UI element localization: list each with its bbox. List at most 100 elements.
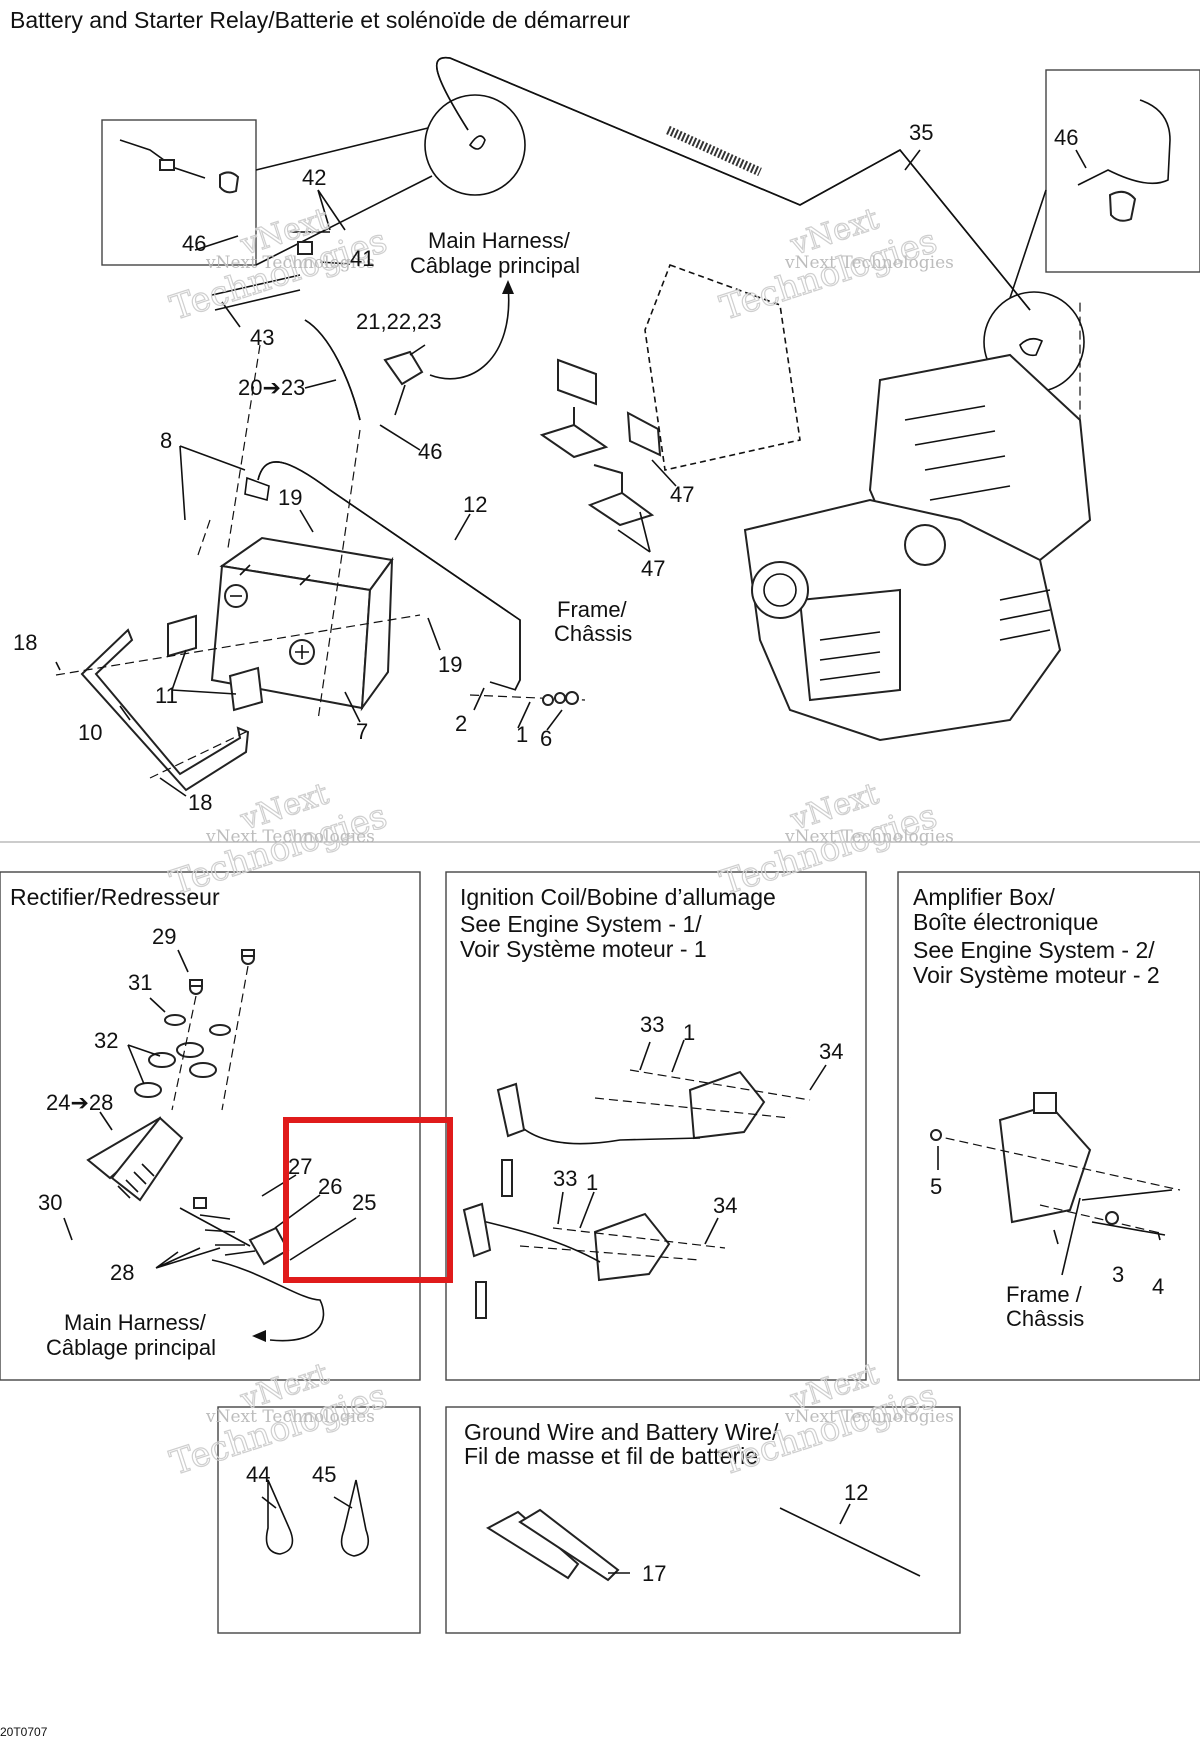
svg-text:vNext Technologies: vNext Technologies [784,253,954,273]
part-number: 7 [356,719,368,744]
watermark: vNext Technologies vNext Technologies [715,201,954,329]
part-number: 47 [670,482,694,507]
part-number: 33 [640,1012,664,1037]
engine [644,263,1092,742]
part-numbers: 46 42 41 43 21,22,23 20➔23 46 8 19 12 18… [13,120,1164,1586]
part-number: 27 [288,1154,312,1179]
bracket-pad [557,358,597,406]
part-number: 29 [152,924,176,949]
frame-callout: Châssis [1006,1306,1084,1331]
part-number: 20➔23 [238,375,305,400]
part-number: 5 [930,1174,942,1199]
ignition-see-also-fr: Voir Système moteur - 1 [460,936,707,962]
diagram-code: 20T0707 [0,1725,48,1739]
bracket-pad [587,464,655,527]
harness-pointer [429,284,510,380]
part-number: 10 [78,720,102,745]
crimping-tool [486,1510,580,1580]
part-number: 2 [455,711,467,736]
part-number: 1 [586,1170,598,1195]
main-harness-callout: Main Harness/ [428,228,571,253]
part-number: 25 [352,1190,376,1215]
spark-plug [475,1281,487,1319]
part-number: 47 [641,556,665,581]
amplifier-see-also: See Engine System - 2/ [913,937,1155,963]
part-number: 46 [1054,125,1078,150]
spark-plug-wire [504,1104,701,1145]
battery-pad [167,614,197,658]
part-number: 21,22,23 [356,309,442,334]
ground-panel [445,1406,961,1634]
ignition-panel [445,871,867,1381]
part-number: 46 [418,439,442,464]
part-number: 33 [553,1166,577,1191]
part-number: 17 [642,1561,666,1586]
part-number: 8 [160,428,172,453]
ignition-section-title: Ignition Coil/Bobine d’allumage [460,884,776,910]
main-harness-callout: Câblage principal [410,253,580,278]
frame-callout: Frame / [1006,1282,1083,1307]
rectifier-section-title: Rectifier/Redresseur [10,884,220,910]
svg-text:vNext Technologies: vNext Technologies [205,1407,375,1427]
svg-text:vNext Technologies: vNext Technologies [784,1407,954,1427]
part-number: 18 [188,790,212,815]
inset-box-left [101,119,257,266]
part-number: 41 [350,246,374,271]
main-harness-callout: Câblage principal [46,1335,216,1360]
starter-relay [383,350,424,386]
corrugated-tube [666,125,762,177]
part-number: 46 [182,231,206,256]
cable-tie [340,1479,370,1557]
amplifier-section-title: Amplifier Box/ [913,884,1055,910]
ignition-coil [593,1212,671,1282]
ground-section-title: Ground Wire and Battery Wire/ [464,1419,779,1445]
rectifier-connector [248,1226,290,1266]
bracket-pad [539,407,609,459]
rectifier-panel [0,871,421,1381]
part-number: 1 [683,1020,695,1045]
part-number: 34 [713,1193,737,1218]
zoom-circle-top [424,94,526,196]
bracket-pad [626,411,662,457]
part-number: 19 [438,652,462,677]
part-number: 12 [844,1480,868,1505]
amplifier-see-also-fr: Voir Système moteur - 2 [913,962,1160,988]
watermark: vNext Technologies vNext Technologies [165,1356,393,1484]
part-number: 26 [318,1174,342,1199]
cable-tie [265,1479,294,1555]
part-number: 12 [463,492,487,517]
battery-holder [80,628,250,792]
battery-section-title: Battery and Starter Relay/Batterie et so… [10,7,630,33]
part-number: 19 [278,485,302,510]
part-number: 44 [246,1462,270,1487]
frame-callout: Châssis [554,621,632,646]
battery-pad [228,666,264,712]
svg-text:vNext Technologies: vNext Technologies [205,827,375,847]
ignition-see-also: See Engine System - 1/ [460,911,702,937]
part-number: 35 [909,120,933,145]
amplifier-panel [897,871,1200,1381]
frame-callout: Frame/ [557,597,628,622]
amplifier-section-title-fr: Boîte électronique [913,909,1098,935]
part-number: 34 [819,1039,843,1064]
part-number: 45 [312,1462,336,1487]
main-harness-callout: Main Harness/ [64,1310,207,1335]
spark-plug-wire [477,1219,601,1263]
svg-text:vNext Technologies: vNext Technologies [205,253,375,273]
part-number: 28 [110,1260,134,1285]
part-number: 30 [38,1190,62,1215]
amplifier-box [998,1103,1092,1224]
part-number: 32 [94,1028,118,1053]
part-number: 18 [13,630,37,655]
ignition-coil [688,1070,766,1140]
part-number: 43 [250,325,274,350]
inset-box-right [1045,69,1200,273]
part-number: 11 [155,683,178,708]
spark-plug [501,1159,513,1197]
starter-relay-cable [304,319,361,421]
part-number: 1 [516,722,528,747]
svg-text:vNext Technologies: vNext Technologies [784,827,954,847]
highlight-box [283,1117,453,1283]
crimping-tool [518,1508,620,1582]
